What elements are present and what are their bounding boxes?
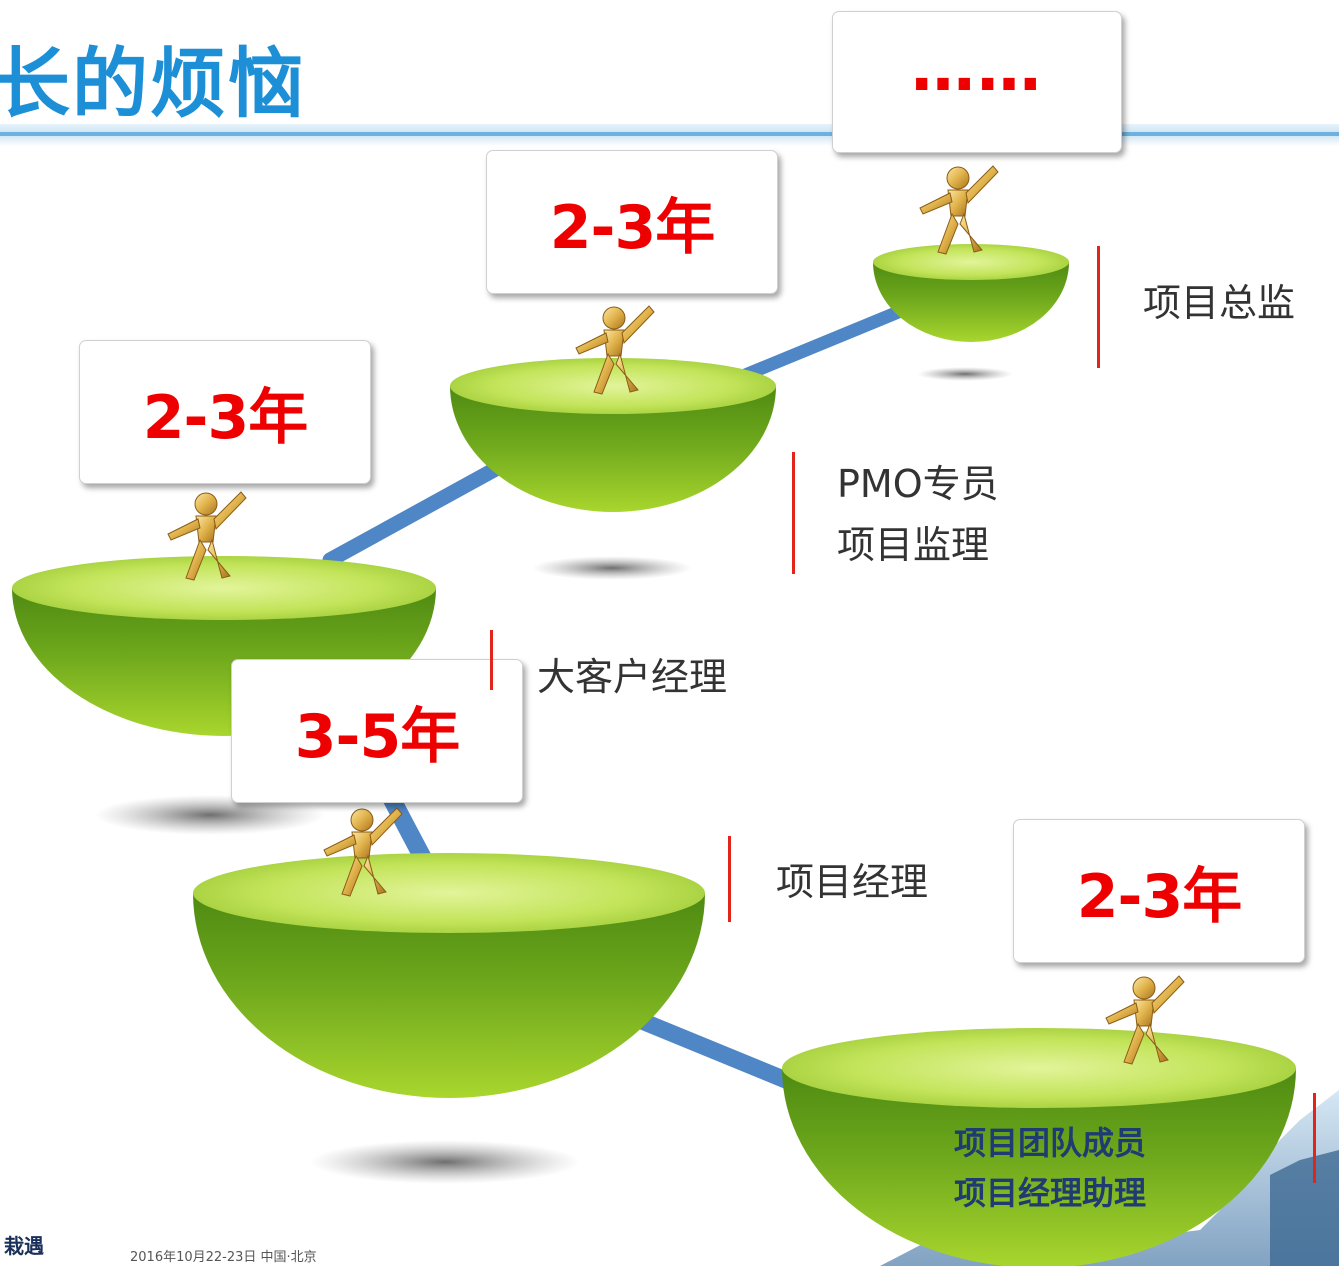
platform-pmo-specialist bbox=[450, 358, 776, 512]
title-underline bbox=[0, 124, 1339, 146]
divider-team-member bbox=[1313, 1093, 1316, 1183]
divider-pmo-specialist bbox=[792, 452, 795, 574]
divider-project-manager bbox=[728, 836, 731, 922]
connector-2 bbox=[731, 301, 915, 385]
card-key-account-manager: 2-3年 bbox=[79, 340, 371, 484]
page-title: 长的烦恼 bbox=[0, 39, 306, 128]
divider-key-account-manager bbox=[490, 630, 493, 690]
footer-event-date: 2016年10月22-23日 中国·北京 bbox=[130, 1250, 317, 1265]
platform-project-director bbox=[873, 244, 1069, 342]
role-pmo-specialist: PMO专员 bbox=[837, 462, 999, 506]
role-key-account-manager: 大客户经理 bbox=[537, 655, 728, 699]
platform-team-member bbox=[782, 1028, 1296, 1266]
role-project-supervisor: 项目监理 bbox=[837, 523, 990, 567]
card-project-manager: 3-5年 bbox=[231, 659, 523, 803]
city-skyline-decoration bbox=[880, 1090, 1339, 1266]
card-team-member: 2-3年 bbox=[1013, 819, 1305, 963]
role-pm-assistant: 项目经理助理 bbox=[953, 1174, 1146, 1212]
card-project-director: …… bbox=[832, 11, 1122, 153]
connector-4 bbox=[606, 1001, 819, 1099]
role-project-director: 项目总监 bbox=[1143, 281, 1296, 325]
card-pmo-specialist: 2-3年 bbox=[486, 150, 778, 294]
role-project-manager: 项目经理 bbox=[776, 860, 929, 904]
connector-1 bbox=[322, 452, 520, 568]
platform-shadows bbox=[95, 367, 1013, 1184]
footer-logo: 栽遇 bbox=[4, 1234, 44, 1258]
platform-project-manager bbox=[193, 853, 705, 1098]
divider-project-director bbox=[1097, 246, 1100, 368]
role-team-member: 项目团队成员 bbox=[953, 1124, 1146, 1162]
